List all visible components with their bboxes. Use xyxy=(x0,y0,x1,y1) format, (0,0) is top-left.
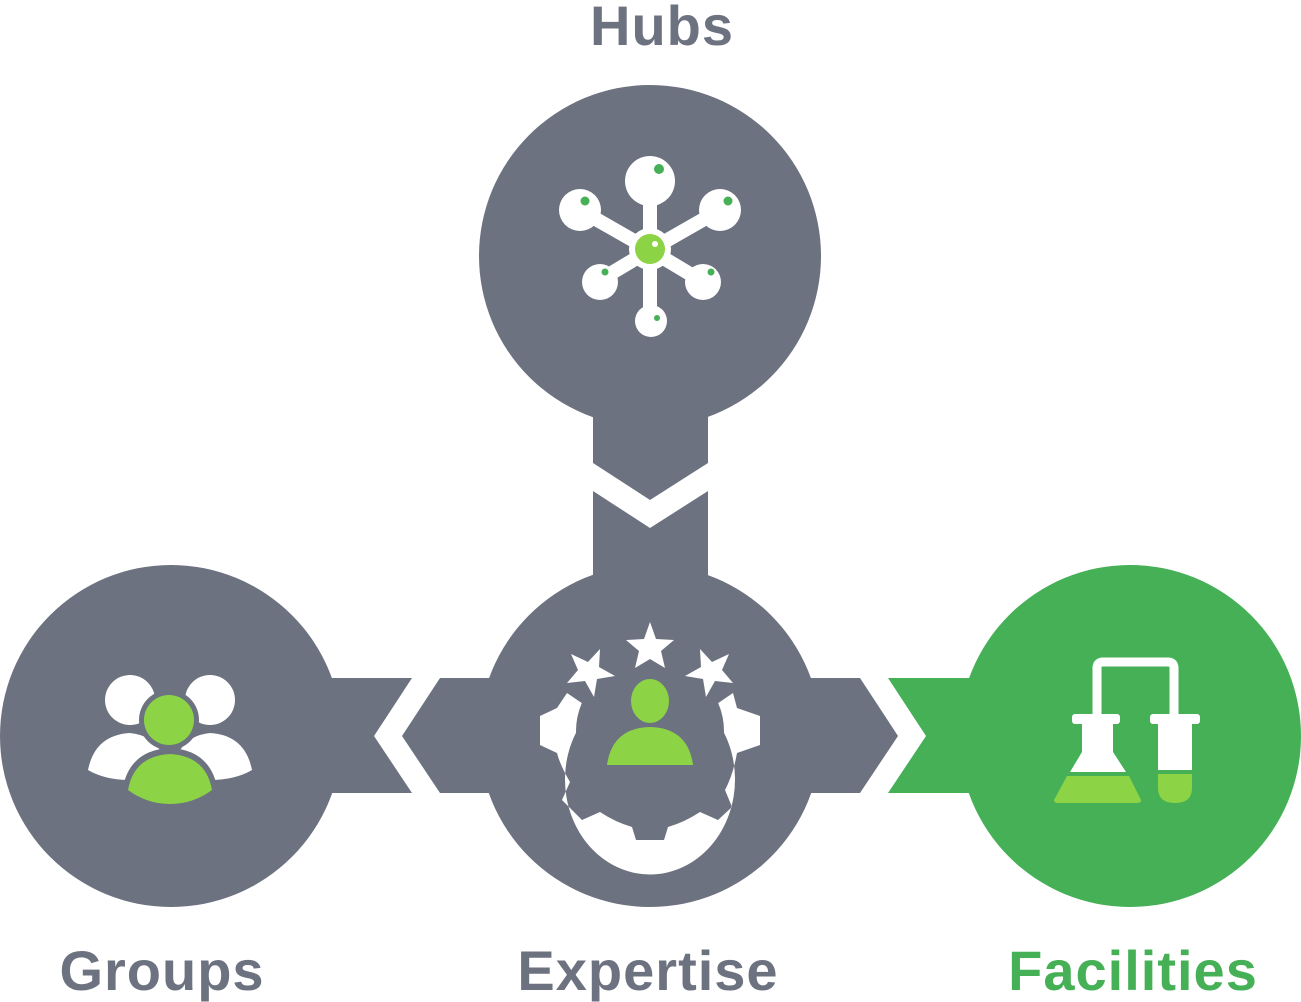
facilities-label: Facilities xyxy=(1008,939,1258,1002)
facilities-node xyxy=(888,565,1301,907)
expertise-label: Expertise xyxy=(517,939,779,1002)
gear-person-stars-icon xyxy=(540,622,760,875)
groups-label: Groups xyxy=(59,939,265,1002)
lab-flasks-icon xyxy=(1054,657,1200,803)
people-group-icon xyxy=(88,675,252,810)
hubs-label: Hubs xyxy=(590,0,734,57)
network-icon xyxy=(559,156,741,337)
